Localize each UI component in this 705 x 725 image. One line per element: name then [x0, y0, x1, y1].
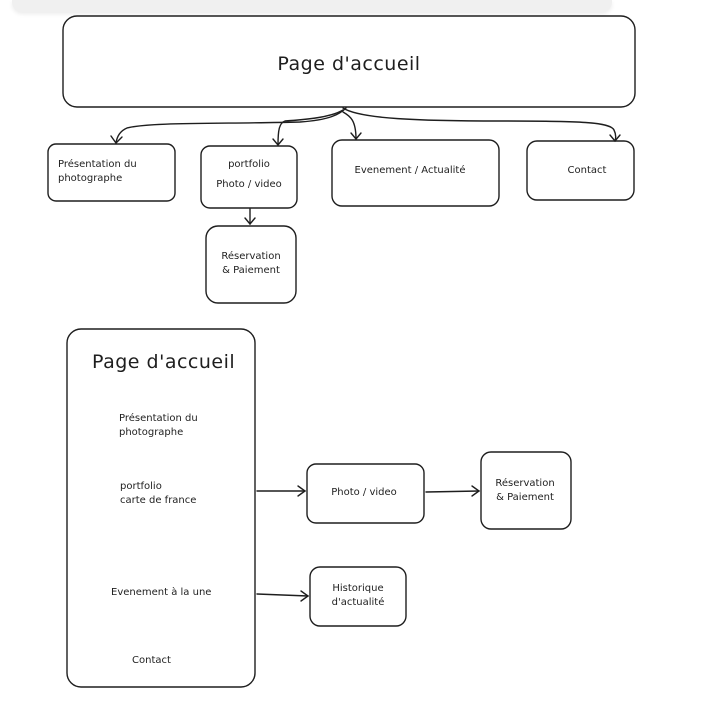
d2-reservation-line-1: Réservation: [495, 478, 555, 489]
d2-presentation-line-1: Présentation du: [119, 413, 198, 424]
d2-photo-video-box[interactable]: [306, 463, 425, 524]
d1-evenement-label: Evenement / Actualité: [354, 165, 466, 176]
d2-contact-label: Contact: [132, 655, 171, 666]
d1-presentation-line-2: photographe: [58, 172, 123, 184]
d2-portfolio-label: portfolio carte de france: [120, 480, 196, 507]
d1-presentation-line-1: Présentation du: [58, 159, 137, 170]
d1-portfolio-box[interactable]: [200, 145, 298, 209]
d2-portfolio-line-1: portfolio: [120, 481, 162, 492]
d2-portfolio-line-2: carte de france: [120, 494, 197, 506]
d1-contact-box[interactable]: [526, 140, 635, 201]
d1-edge-portfolio-reservation: [244, 208, 256, 226]
top-toolbar-strip: [12, 0, 612, 12]
d1-reservation-box[interactable]: [205, 225, 297, 304]
d2-edge-photo-reservation: [425, 485, 481, 497]
d2-edge-evenement-historique: [256, 590, 310, 602]
d1-portfolio-line-1: portfolio: [228, 159, 270, 170]
d1-reservation-line-1: Réservation: [221, 251, 281, 262]
d1-evenement-box[interactable]: [331, 139, 500, 207]
d2-photo-video-label: Photo / video: [331, 487, 397, 498]
d2-evenement-label: Evenement à la une: [111, 587, 212, 598]
d1-presentation-box[interactable]: [47, 143, 176, 202]
d1-contact-label: Contact: [567, 165, 607, 176]
d2-historique-line-1: Historique: [332, 583, 384, 594]
d1-reservation-label: Réservation & Paiement: [221, 250, 280, 277]
d2-historique-line-2: d'actualité: [331, 596, 385, 608]
d1-edge-home-evenement: [342, 111, 362, 141]
d2-edge-portfolio-photo: [256, 485, 307, 497]
d1-portfolio-label: portfolio Photo / video: [216, 155, 282, 195]
d1-presentation-label: Présentation du photographe: [58, 158, 137, 185]
d2-home-box[interactable]: [66, 328, 256, 688]
d1-edge-home-presentation: [110, 107, 347, 145]
d1-home-label: Page d'accueil: [277, 53, 421, 75]
d1-edge-home-portfolio: [272, 109, 344, 147]
d2-reservation-line-2: & Paiement: [496, 491, 554, 503]
d2-historique-label: Historique d'actualité: [332, 582, 385, 609]
d2-presentation-label: Présentation du photographe: [119, 412, 198, 439]
d2-reservation-label: Réservation & Paiement: [495, 477, 554, 504]
d1-reservation-line-2: & Paiement: [222, 264, 280, 276]
d1-portfolio-line-2: Photo / video: [216, 179, 282, 190]
d1-home-box[interactable]: [62, 15, 636, 108]
d2-home-label: Page d'accueil: [92, 351, 236, 373]
d2-historique-box[interactable]: [309, 566, 407, 627]
d2-presentation-line-2: photographe: [119, 426, 184, 438]
d2-reservation-box[interactable]: [480, 451, 572, 530]
d1-edge-home-contact: [342, 107, 621, 143]
